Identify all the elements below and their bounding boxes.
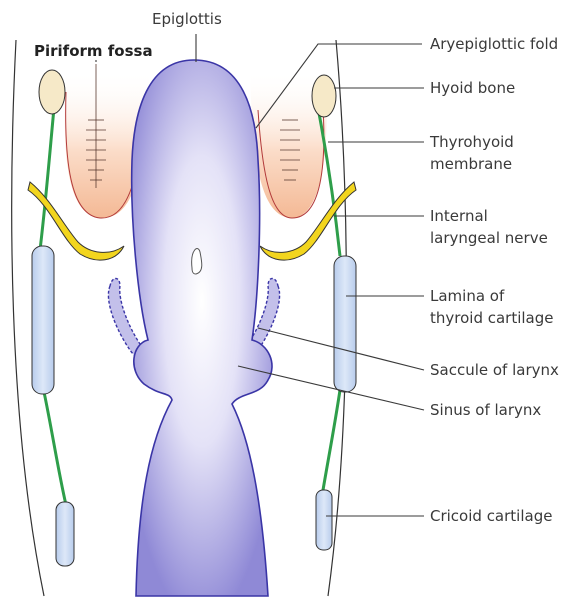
right-thyroid-lamina bbox=[334, 256, 356, 392]
leader-sinus bbox=[238, 366, 424, 410]
label-epiglottis: Epiglottis bbox=[152, 10, 222, 28]
label-piriform-fossa: Piriform fossa bbox=[34, 42, 153, 60]
larynx-epiglottis-body bbox=[132, 60, 272, 596]
right-hyoid-bone bbox=[312, 75, 336, 117]
left-hyoid-bone bbox=[39, 70, 65, 114]
label-hyoid-bone: Hyoid bone bbox=[430, 79, 515, 97]
label-thyrohyoid-line1: Thyrohyoid bbox=[429, 133, 514, 151]
right-cricoid-cartilage bbox=[316, 490, 332, 550]
left-cricothyroid-membrane bbox=[44, 392, 66, 505]
left-thyroid-lamina bbox=[32, 246, 54, 394]
left-saccule bbox=[108, 279, 142, 358]
left-cricoid-cartilage bbox=[56, 502, 74, 566]
label-internal-laryngeal-line2: laryngeal nerve bbox=[430, 229, 548, 247]
right-cricothyroid-membrane bbox=[322, 390, 340, 496]
label-aryepiglottic-fold: Aryepiglottic fold bbox=[430, 35, 558, 53]
label-internal-laryngeal-line1: Internal bbox=[430, 207, 488, 225]
label-lamina-line1: Lamina of bbox=[430, 287, 505, 305]
label-cricoid-cartilage: Cricoid cartilage bbox=[430, 507, 552, 525]
label-lamina-line2: thyroid cartilage bbox=[430, 309, 554, 327]
laryngeal-sinus-mark bbox=[192, 249, 202, 274]
label-thyrohyoid-line2: membrane bbox=[430, 155, 512, 173]
label-saccule-of-larynx: Saccule of larynx bbox=[430, 361, 559, 379]
label-sinus-of-larynx: Sinus of larynx bbox=[430, 401, 541, 419]
